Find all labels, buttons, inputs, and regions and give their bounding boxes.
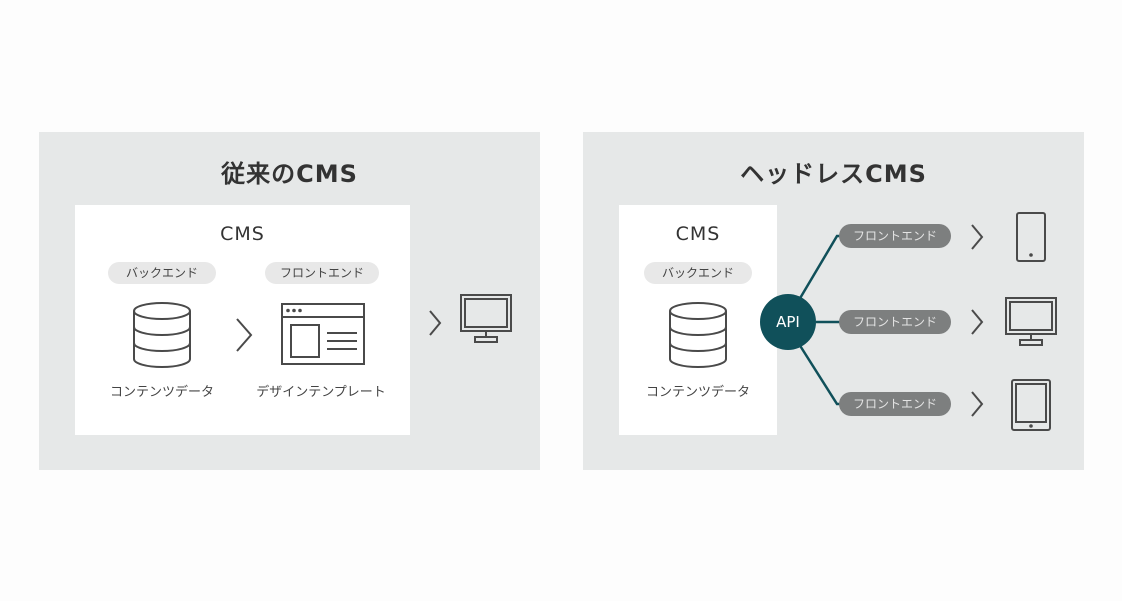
backend-tag: バックエンド [108, 262, 216, 284]
chevron-right-icon [971, 224, 984, 250]
database-icon [669, 302, 727, 368]
backend-caption: コンテンツデータ [645, 385, 750, 400]
traditional-cms-title: 従来のCMS [221, 160, 358, 188]
cms-box: CMS バックエンド コンテンツデータ [619, 205, 777, 435]
headless-cms-title: ヘッドレスCMS [740, 160, 927, 188]
smartphone-icon [1016, 212, 1046, 262]
chevron-right-icon [971, 391, 984, 417]
traditional-cms-panel: 従来のCMS CMS バックエンド フロントエンド [39, 132, 540, 470]
database-icon [133, 302, 191, 368]
headless-cms-panel: ヘッドレスCMS CMS バックエンド コンテンツデータ API フロントエンド [583, 132, 1084, 470]
backend-caption: コンテンツデータ [109, 385, 214, 400]
backend-tag: バックエンド [644, 262, 752, 284]
monitor-icon [460, 294, 512, 343]
frontend-caption: デザインテンプレート [256, 385, 386, 400]
monitor-icon [1005, 297, 1057, 346]
frontend-pill: フロントエンド [839, 392, 951, 416]
cms-label: CMS [220, 223, 265, 245]
frontend-tag: フロントエンド [265, 262, 379, 284]
tablet-icon [1011, 379, 1051, 431]
frontend-pill: フロントエンド [839, 224, 951, 248]
cms-label: CMS [675, 223, 721, 245]
frontend-pill: フロントエンド [839, 310, 951, 334]
cms-box: CMS バックエンド フロントエンド [75, 205, 410, 435]
browser-template-icon [281, 303, 365, 365]
api-node: API [760, 294, 816, 350]
chevron-right-icon [429, 310, 442, 336]
chevron-right-icon [236, 318, 253, 352]
chevron-right-icon [971, 309, 984, 335]
